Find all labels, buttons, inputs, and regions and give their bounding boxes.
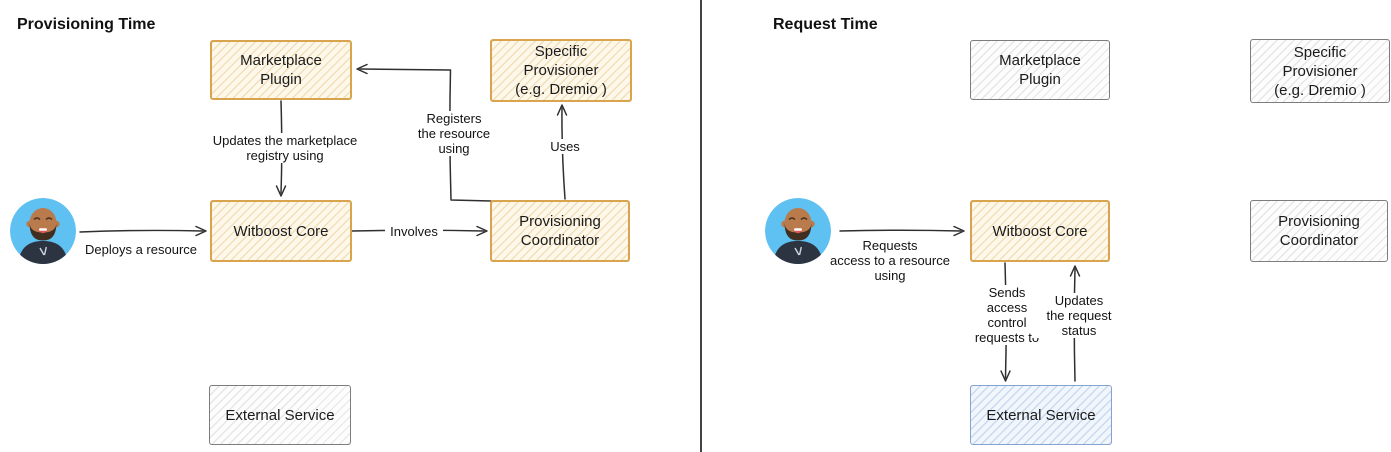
edge-label-uses: Uses	[545, 139, 585, 154]
user-avatar	[10, 198, 76, 264]
node-label: Marketplace Plugin	[240, 52, 322, 88]
node-label: Witboost Core	[992, 222, 1088, 240]
arrow-requests-access	[839, 225, 965, 237]
node-label: External Service	[225, 406, 335, 424]
node-external-service: External Service	[970, 385, 1112, 445]
node-label: Marketplace Plugin	[999, 52, 1081, 88]
node-label: Witboost Core	[233, 222, 329, 240]
node-label: Provisioning Coordinator	[1278, 213, 1360, 249]
node-specific-provisioner: Specific Provisioner (e.g. Dremio )	[490, 39, 632, 102]
arrow-deploys-a-resource	[79, 225, 207, 237]
edge-label-updates-status: Updates the request status	[1032, 293, 1126, 338]
provisioning-time-title: Provisioning Time	[17, 16, 156, 33]
node-witboost-core: Witboost Core	[210, 200, 352, 262]
request-time-title: Request Time	[773, 16, 878, 33]
edge-label-updates-registry: Updates the marketplace registry using	[203, 133, 367, 163]
node-label: Specific Provisioner (e.g. Dremio )	[515, 43, 607, 98]
edge-label-involves: Involves	[385, 224, 443, 239]
node-marketplace-plugin: Marketplace Plugin	[970, 40, 1110, 100]
node-label: Provisioning Coordinator	[519, 213, 601, 249]
node-external-service: External Service	[209, 385, 351, 445]
edge-label-requests: Requests access to a resource using	[830, 238, 950, 283]
edge-label-registers: Registers the resource using	[410, 111, 498, 156]
panel-divider	[700, 0, 702, 452]
edge-label-deploys: Deploys a resource	[85, 242, 197, 257]
node-provisioning-coordinator: Provisioning Coordinator	[490, 200, 630, 262]
node-label: External Service	[986, 406, 1096, 424]
node-specific-provisioner: Specific Provisioner (e.g. Dremio )	[1250, 39, 1390, 103]
node-provisioning-coordinator: Provisioning Coordinator	[1250, 200, 1388, 262]
node-witboost-core: Witboost Core	[970, 200, 1110, 262]
node-label: Specific Provisioner (e.g. Dremio )	[1274, 43, 1366, 99]
node-marketplace-plugin: Marketplace Plugin	[210, 40, 352, 100]
user-avatar	[765, 198, 831, 264]
